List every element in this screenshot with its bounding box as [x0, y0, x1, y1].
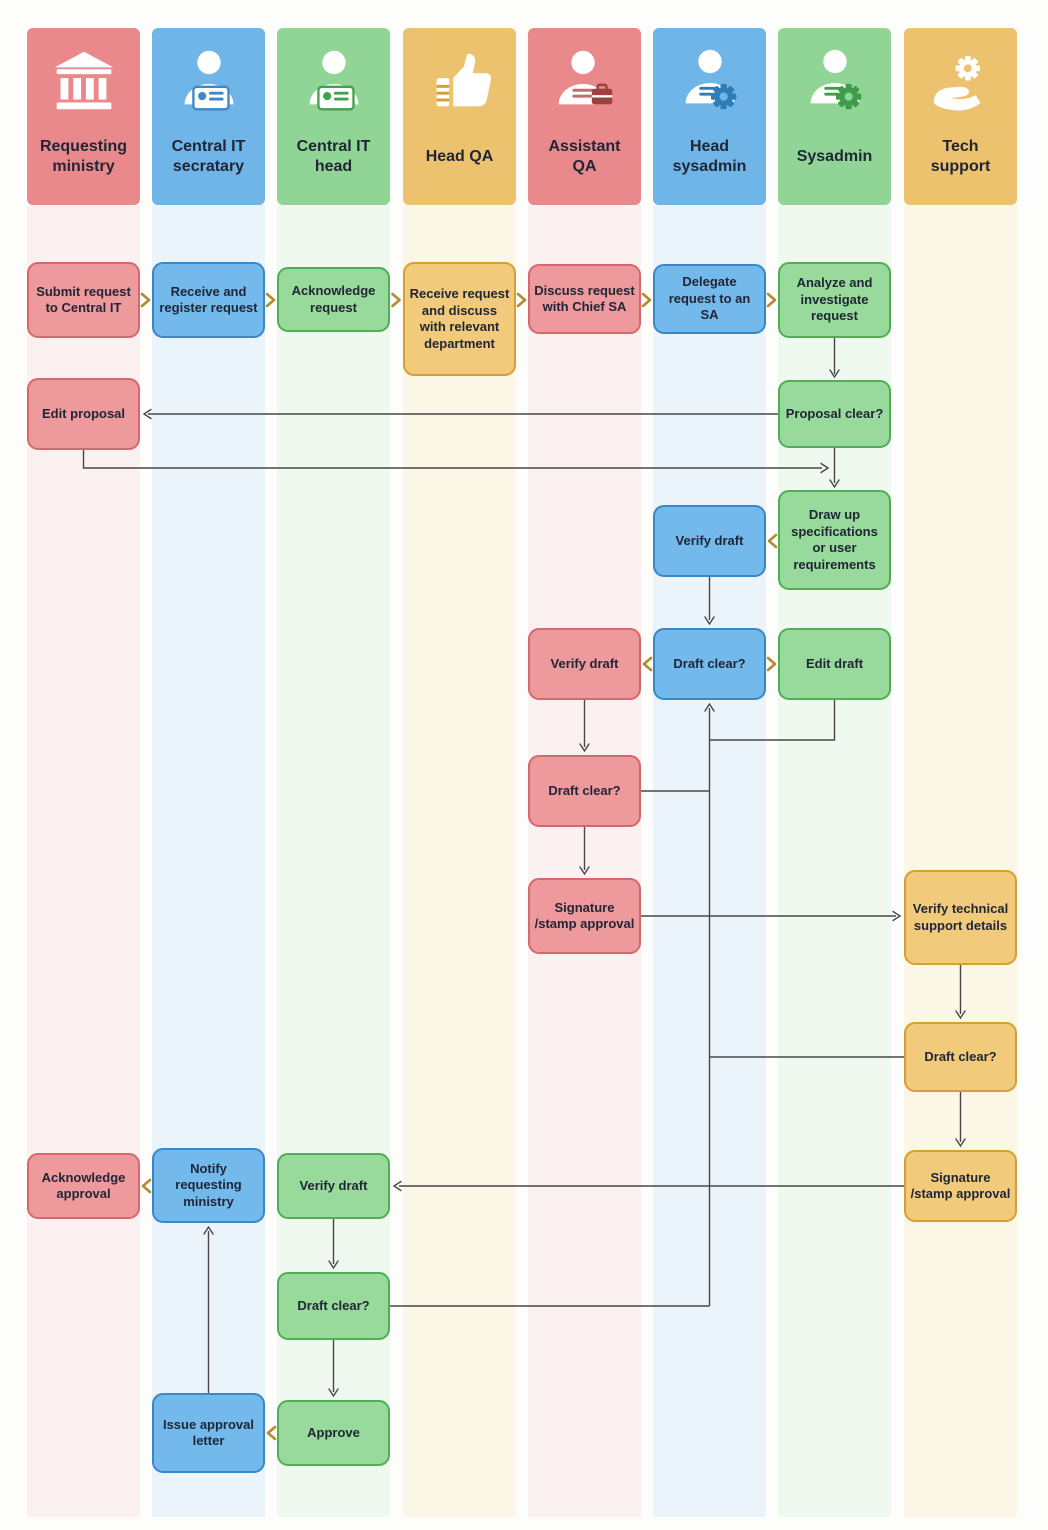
- node-receive-discuss-department: Receive request and discuss with relevan…: [403, 262, 516, 376]
- lane-label: Requesting ministry: [39, 137, 128, 175]
- hand-gear-icon: [922, 42, 1000, 120]
- lane-column-assistant-qa: [528, 205, 641, 1517]
- node-verify-draft-assistant-qa: Verify draft: [528, 628, 641, 700]
- node-draw-up-specifications: Draw up specifications or user requireme…: [778, 490, 891, 590]
- manager-id-badge-icon: [295, 42, 373, 120]
- lane-label: Head sysadmin: [672, 137, 747, 175]
- lane-label: Central IT head: [296, 137, 371, 175]
- node-label: Delegate request to an SA: [668, 274, 751, 323]
- lane-header-requesting-ministry: Requesting ministry: [27, 28, 140, 205]
- node-label: Receive and register request: [159, 283, 258, 316]
- node-receive-register: Receive and register request: [152, 262, 265, 338]
- lane-label: Assistant QA: [548, 137, 621, 175]
- government-building-icon: [45, 42, 123, 120]
- node-label: Signature /stamp approval: [534, 899, 635, 932]
- lane-header-head-qa: Head QA: [403, 28, 516, 205]
- node-draft-clear-assistant-qa: Draft clear?: [528, 755, 641, 827]
- lane-label: Tech support: [930, 137, 991, 175]
- node-label: Verify draft: [675, 532, 744, 548]
- node-label: Edit proposal: [41, 405, 126, 421]
- lane-header-sysadmin: Sysadmin: [778, 28, 891, 205]
- node-verify-technical-support-details: Verify technical support details: [904, 870, 1017, 965]
- assistant-briefcase-icon: [546, 42, 624, 120]
- admin-gear-icon: [671, 42, 749, 120]
- node-discuss-chief-sa: Discuss request with Chief SA: [528, 264, 641, 334]
- node-draft-clear-head-sysadmin: Draft clear?: [653, 628, 766, 700]
- node-label: Proposal clear?: [785, 405, 884, 421]
- node-verify-draft-head-sysadmin: Verify draft: [653, 505, 766, 577]
- node-draft-clear-central-it-head: Draft clear?: [277, 1272, 390, 1340]
- node-edit-proposal: Edit proposal: [27, 378, 140, 450]
- node-label: Draft clear?: [673, 655, 746, 671]
- node-label: Acknowledge approval: [41, 1169, 126, 1202]
- node-approve: Approve: [277, 1400, 390, 1466]
- node-signature-stamp-approval-assistant-qa: Signature /stamp approval: [528, 878, 641, 954]
- node-submit-request: Submit request to Central IT: [27, 262, 140, 338]
- node-acknowledge-request: Acknowledge request: [277, 267, 390, 332]
- node-delegate-to-sa: Delegate request to an SA: [653, 264, 766, 334]
- node-label: Approve: [307, 1424, 360, 1440]
- node-label: Verify draft: [299, 1177, 368, 1193]
- secretary-id-badge-icon: [170, 42, 248, 120]
- node-label: Draft clear?: [548, 782, 621, 798]
- node-verify-draft-central-it-head: Verify draft: [277, 1153, 390, 1219]
- node-label: Receive request and discuss with relevan…: [409, 286, 510, 351]
- node-label: Analyze and investigate request: [796, 275, 873, 324]
- node-analyze-investigate: Analyze and investigate request: [778, 262, 891, 338]
- node-label: Signature /stamp approval: [910, 1169, 1011, 1202]
- node-label: Draft clear?: [924, 1048, 997, 1064]
- node-label: Acknowledge request: [291, 283, 376, 315]
- lane-header-head-sysadmin: Head sysadmin: [653, 28, 766, 205]
- lane-header-tech-support: Tech support: [904, 28, 1017, 205]
- lane-header-central-it-secratary: Central IT secratary: [152, 28, 265, 205]
- node-label: Notify requesting ministry: [175, 1160, 242, 1209]
- lane-label: Central IT secratary: [171, 137, 246, 175]
- node-label: Discuss request with Chief SA: [534, 282, 635, 315]
- thumbs-up-icon: [421, 42, 499, 120]
- node-proposal-clear: Proposal clear?: [778, 380, 891, 448]
- lane-column-central-it-secratary: [152, 205, 265, 1517]
- node-label: Draft clear?: [297, 1297, 370, 1313]
- lane-column-tech-support: [904, 205, 1017, 1517]
- lane-label: Head QA: [425, 147, 494, 165]
- node-draft-clear-tech-support: Draft clear?: [904, 1022, 1017, 1092]
- sysadmin-gear-icon: [796, 42, 874, 120]
- node-acknowledge-approval: Acknowledge approval: [27, 1153, 140, 1219]
- lane-column-head-sysadmin: [653, 205, 766, 1517]
- node-label: Submit request to Central IT: [36, 283, 131, 316]
- node-label: Issue approval letter: [162, 1416, 255, 1449]
- node-edit-draft: Edit draft: [778, 628, 891, 700]
- lane-header-central-it-head: Central IT head: [277, 28, 390, 205]
- node-notify-requesting-ministry: Notify requesting ministry: [152, 1148, 265, 1223]
- lane-column-head-qa: [403, 205, 516, 1517]
- node-label: Draw up specifications or user requireme…: [791, 507, 878, 572]
- lane-header-assistant-qa: Assistant QA: [528, 28, 641, 205]
- node-label: Verify technical support details: [912, 901, 1009, 933]
- node-label: Edit draft: [805, 655, 864, 671]
- node-label: Verify draft: [550, 655, 619, 671]
- node-issue-approval-letter: Issue approval letter: [152, 1393, 265, 1473]
- lane-label: Sysadmin: [796, 147, 873, 165]
- node-signature-stamp-approval-tech-support: Signature /stamp approval: [904, 1150, 1017, 1222]
